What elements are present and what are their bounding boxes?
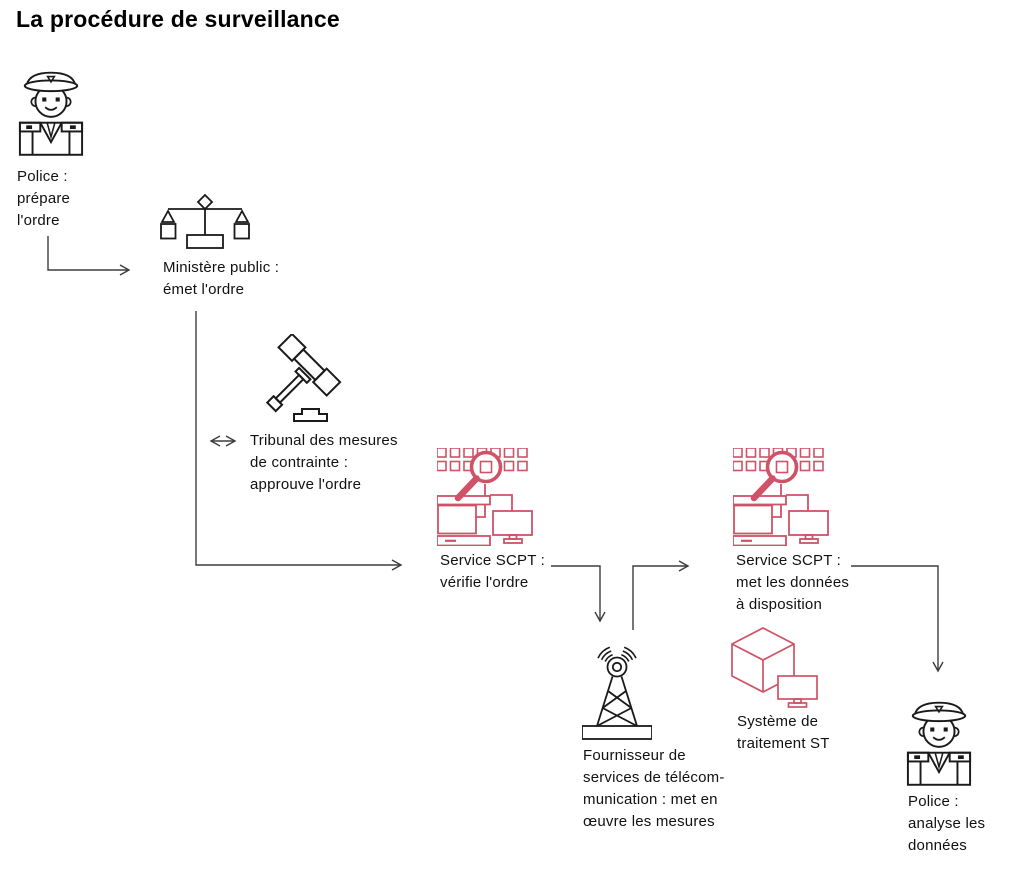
node-fournisseur-label: Fournisseur de services de télécom- muni… bbox=[583, 747, 725, 830]
node-systeme-st-label: Système de traitement ST bbox=[737, 713, 830, 752]
police-officer-icon bbox=[905, 698, 973, 788]
node-tribunal-label: Tribunal des mesures de contrainte : app… bbox=[250, 432, 398, 493]
page-title: La procédure de surveillance bbox=[16, 6, 340, 32]
telecom-tower-icon bbox=[582, 641, 652, 741]
node-police-analyse-label: Police : analyse les données bbox=[908, 793, 986, 854]
arrow-scpt2-to-police bbox=[851, 565, 944, 673]
node-ministere-public-label: Ministère public : émet l'ordre bbox=[163, 259, 280, 298]
magnifier-devices-icon bbox=[733, 448, 829, 546]
node-scpt-verifie-label: Service SCPT : vérifie l'ordre bbox=[440, 552, 546, 591]
police-officer-icon bbox=[17, 68, 85, 158]
arrow-scpt-to-fournisseur bbox=[551, 565, 606, 623]
scales-of-justice-icon bbox=[160, 194, 250, 252]
node-scpt-donnees-label: Service SCPT : met les données à disposi… bbox=[736, 552, 850, 613]
cube-monitor-icon bbox=[730, 627, 818, 708]
arrow-fournisseur-to-scpt2 bbox=[632, 560, 690, 630]
arrow-police-to-ministere bbox=[47, 236, 131, 276]
node-police-prepare-label: Police : prépare l'ordre bbox=[17, 168, 71, 229]
magnifier-devices-icon bbox=[437, 448, 533, 546]
gavel-icon bbox=[242, 334, 342, 426]
